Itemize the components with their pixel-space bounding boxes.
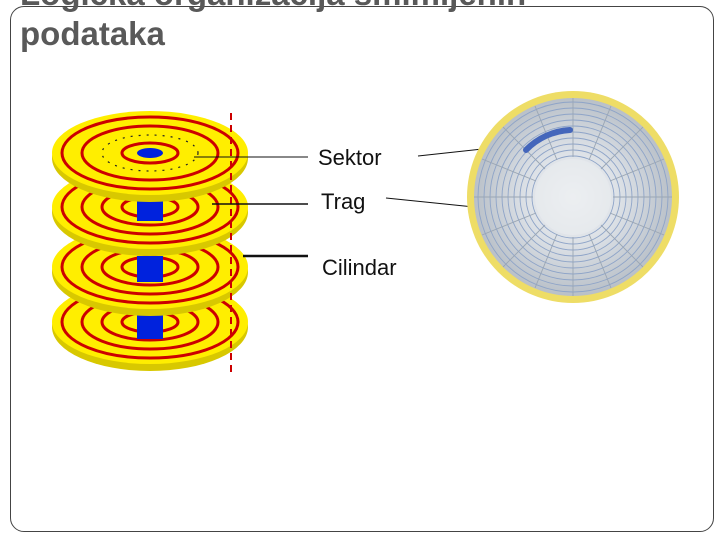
platter-stack (52, 111, 248, 371)
slide-title-line-2: podataka (20, 15, 165, 52)
platter-1 (52, 111, 248, 202)
spindle-segment (137, 256, 163, 282)
slide-title-line-1: Logička organizacija smimljenih (20, 0, 526, 14)
sector-label: Sektor (318, 145, 382, 170)
spindle-top (137, 148, 163, 158)
track-pointer-line (385, 197, 475, 208)
slide-title: Logička organizacija smimljenih podataka (20, 0, 526, 54)
track-label: Trag (321, 189, 366, 214)
spindle-segment (137, 313, 163, 339)
hub (535, 159, 611, 235)
sector-track-dotted (101, 134, 199, 172)
disk-surface-top-view (467, 91, 679, 303)
highlighted-sector (523, 127, 573, 153)
cylinder-label: Cilindar (322, 255, 397, 280)
